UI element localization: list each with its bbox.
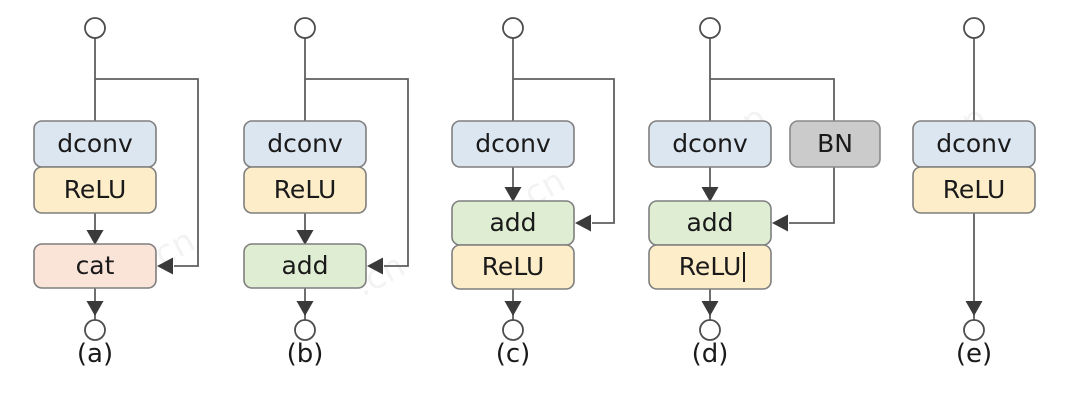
block-relu xyxy=(33,166,157,214)
block-add-label: add xyxy=(489,208,536,237)
edge-layer xyxy=(86,38,983,320)
block-dconv-label: dconv xyxy=(267,129,343,158)
arrow-output-icon xyxy=(701,301,719,316)
arrow-dconv-to-add-icon xyxy=(504,187,522,202)
block-dconv-label: dconv xyxy=(475,129,551,158)
panel-caption-c: (c) xyxy=(496,339,531,369)
input-node-circle xyxy=(84,17,106,39)
input-node-circle xyxy=(699,17,721,39)
panel-caption-d: (d) xyxy=(692,339,729,369)
output-node-circle xyxy=(699,319,721,341)
input-node-circle xyxy=(294,17,316,39)
block-relu-label: ReLU xyxy=(274,175,337,204)
panel-caption-e: (e) xyxy=(956,339,992,369)
arrow-skip-into-add-icon xyxy=(772,214,788,232)
block-relu-label: ReLU xyxy=(482,252,545,281)
output-node-circle xyxy=(963,319,985,341)
skip-connection-path xyxy=(305,78,409,267)
block-bn-label: BN xyxy=(817,129,853,158)
output-node-circle xyxy=(84,319,106,341)
block-relu xyxy=(648,244,772,290)
arrow-skip-into-add-icon xyxy=(367,257,383,275)
arrow-dconv-to-add-icon xyxy=(701,187,719,202)
block-add xyxy=(243,243,367,289)
block-relu xyxy=(912,166,1036,214)
block-cat xyxy=(33,243,157,289)
output-node-circle xyxy=(294,319,316,341)
block-add-label: add xyxy=(281,251,328,280)
output-node-circle xyxy=(502,319,524,341)
block-dconv-label: dconv xyxy=(936,129,1012,158)
block-add-label: add xyxy=(686,208,733,237)
block-relu-label: ReLU xyxy=(943,175,1006,204)
arrow-output-icon xyxy=(965,301,983,316)
arrow-relu-to-cat-icon xyxy=(86,230,104,245)
panel-caption-b: (b) xyxy=(287,339,324,369)
caption-layer: (a) (b) (c) (d) (e) xyxy=(77,339,992,369)
block-layer: dconvReLUcatdconvReLUadddconvaddReLUBNdc… xyxy=(33,17,1036,341)
panel-caption-a: (a) xyxy=(77,339,113,369)
input-node-circle xyxy=(502,17,524,39)
block-dconv-label: dconv xyxy=(672,129,748,158)
arrow-skip-into-cat-icon xyxy=(157,257,173,275)
input-node-circle xyxy=(963,17,985,39)
block-dconv xyxy=(648,120,772,168)
arrow-relu-to-add-icon xyxy=(296,230,314,245)
arrow-output-icon xyxy=(296,301,314,316)
block-relu-label: ReLU xyxy=(679,252,742,281)
skip-connection-path xyxy=(513,78,615,224)
block-bn xyxy=(789,120,881,168)
block-cat-label: cat xyxy=(76,251,115,280)
arrow-output-icon xyxy=(86,301,104,316)
block-relu xyxy=(451,244,575,290)
arrow-output-icon xyxy=(504,301,522,316)
skip-connection-path xyxy=(95,78,199,267)
block-dconv xyxy=(451,120,575,168)
block-relu-label: ReLU xyxy=(64,175,127,204)
block-dconv-label: dconv xyxy=(57,129,133,158)
block-relu xyxy=(243,166,367,214)
arrow-skip-into-add-icon xyxy=(575,214,591,232)
